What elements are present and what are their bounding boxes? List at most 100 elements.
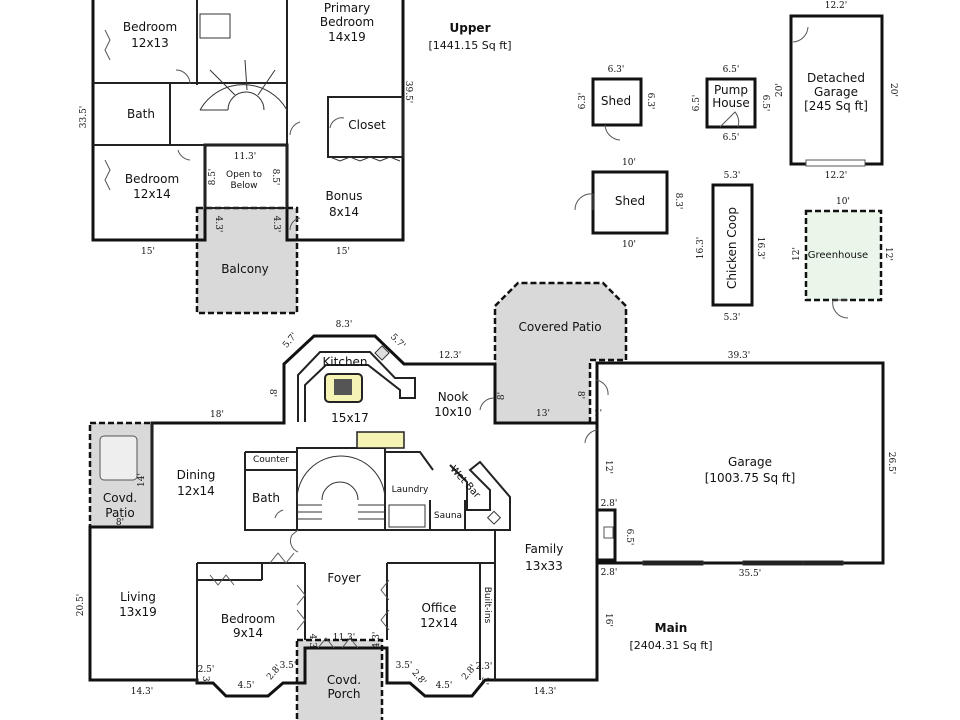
dimension: 8.3' bbox=[336, 320, 353, 330]
dimension: 14.3' bbox=[534, 687, 557, 697]
room-label: Primary bbox=[324, 1, 370, 15]
room-label: Garage bbox=[728, 455, 772, 469]
dimension: 16' bbox=[603, 613, 613, 627]
dimension: 3.5' bbox=[396, 661, 413, 671]
room-label: Porch bbox=[327, 687, 360, 701]
room-size: 15x17 bbox=[331, 411, 369, 425]
room-label: Shed bbox=[615, 194, 645, 208]
dimension: 12.3' bbox=[439, 351, 462, 361]
fireplace bbox=[356, 431, 405, 449]
main-outline bbox=[88, 334, 617, 698]
dimension: 35.5' bbox=[739, 569, 762, 579]
hot-tub bbox=[99, 435, 138, 481]
dimension: 15' bbox=[141, 247, 155, 257]
room-label: Dining bbox=[177, 468, 216, 482]
fireplace bbox=[199, 13, 231, 39]
dimension: 5.7' bbox=[281, 331, 299, 350]
dimension: 8' bbox=[575, 391, 585, 399]
dimension: 33.5' bbox=[79, 106, 89, 129]
dimension: 8.5' bbox=[270, 169, 280, 186]
room-size: 12x14 bbox=[420, 616, 458, 630]
dimension: 12' bbox=[603, 460, 613, 474]
room-label: Shed bbox=[601, 94, 631, 108]
closet-walls bbox=[327, 96, 404, 158]
dimension: 6.5' bbox=[624, 529, 634, 546]
greenhouse bbox=[804, 209, 883, 302]
room-walls bbox=[151, 423, 496, 683]
dimension: 2.3' bbox=[476, 662, 493, 672]
washer-dryer bbox=[388, 504, 426, 528]
room-label: Bedroom bbox=[123, 20, 177, 34]
covered-patio bbox=[493, 281, 628, 425]
dimension: 10' bbox=[622, 240, 636, 250]
dimension: 8.5' bbox=[208, 169, 218, 186]
dimension: 10' bbox=[622, 158, 636, 168]
dimension: 8.3' bbox=[673, 193, 683, 210]
dimension: 5.3' bbox=[724, 171, 741, 181]
dimension: 39.3' bbox=[728, 351, 751, 361]
dimension: 6.3' bbox=[608, 65, 625, 75]
room-size: 13x19 bbox=[119, 605, 157, 619]
dimension: 11.3' bbox=[234, 152, 257, 162]
dimension: 4.5' bbox=[436, 681, 453, 691]
room-label: Built-ins bbox=[482, 587, 492, 624]
dimension: 6.5' bbox=[723, 65, 740, 75]
dimension: 12.2' bbox=[825, 1, 848, 11]
upper-area: [1441.15 Sq ft] bbox=[428, 39, 511, 52]
dimension: 20' bbox=[888, 83, 898, 97]
room-label: Laundry bbox=[392, 485, 429, 495]
dimension: 4.3' bbox=[372, 632, 382, 649]
dimension: 14.3' bbox=[131, 687, 154, 697]
dimension: 3.5' bbox=[280, 661, 297, 671]
room-label: Patio bbox=[105, 506, 134, 520]
room-label: Balcony bbox=[221, 262, 269, 276]
upper-floor: Upper [1441.15 Sq ft] Bedroom 12x13 Prim… bbox=[79, 0, 512, 315]
upper-walls bbox=[93, 0, 288, 146]
balcony-area bbox=[195, 206, 299, 315]
room-label: Greenhouse bbox=[808, 250, 868, 261]
room-label: Wet Bar bbox=[448, 464, 483, 501]
dimension: 15' bbox=[336, 247, 350, 257]
room-area: [1003.75 Sq ft] bbox=[705, 471, 796, 485]
dimension: 1' bbox=[594, 409, 602, 419]
dimension: 4.3' bbox=[271, 216, 281, 233]
room-label: Below bbox=[230, 181, 257, 191]
dimension: 4.5' bbox=[238, 681, 255, 691]
room-size: 14x19 bbox=[328, 30, 366, 44]
room-label: Pump bbox=[714, 83, 748, 97]
room-label: Bonus bbox=[325, 189, 362, 203]
room-label: Bedroom bbox=[320, 15, 374, 29]
room-size: 9x14 bbox=[233, 626, 263, 640]
dimension: 6.5' bbox=[760, 95, 770, 112]
upper-doors bbox=[104, 29, 345, 231]
dimension: 8' bbox=[116, 518, 124, 528]
room-label: Counter bbox=[253, 455, 289, 465]
room-label: Bedroom bbox=[125, 172, 179, 186]
dimension: 20' bbox=[775, 83, 785, 97]
upper-stairs bbox=[199, 84, 288, 111]
dimension: 2.5' bbox=[198, 665, 215, 675]
room-label: Living bbox=[120, 590, 156, 604]
shed-small bbox=[591, 77, 643, 127]
dimension: 3' bbox=[200, 676, 210, 684]
room-size: 10x10 bbox=[434, 405, 472, 419]
room-area: [245 Sq ft] bbox=[804, 99, 868, 113]
dimension: 6.5' bbox=[723, 133, 740, 143]
dimension: 14' bbox=[137, 473, 147, 487]
room-size: 12x14 bbox=[133, 187, 171, 201]
room-label: House bbox=[712, 96, 750, 110]
closet-doors bbox=[329, 156, 401, 162]
room-label: Bath bbox=[252, 491, 280, 505]
outbuildings: Shed 6.3' 6.3' 6.3' Pump House 6.5' 6.5'… bbox=[574, 1, 898, 323]
main-stairs bbox=[296, 455, 386, 520]
room-label: Office bbox=[421, 601, 456, 615]
dimension: 12' bbox=[883, 247, 893, 261]
dimension: 3' bbox=[479, 677, 489, 685]
main-title: Main bbox=[655, 621, 688, 635]
dimension: 12.2' bbox=[825, 171, 848, 181]
room-size: 13x33 bbox=[525, 559, 563, 573]
dimension: 16.3' bbox=[696, 237, 706, 260]
room-label: Family bbox=[525, 542, 564, 556]
room-label: Open to bbox=[226, 170, 262, 180]
